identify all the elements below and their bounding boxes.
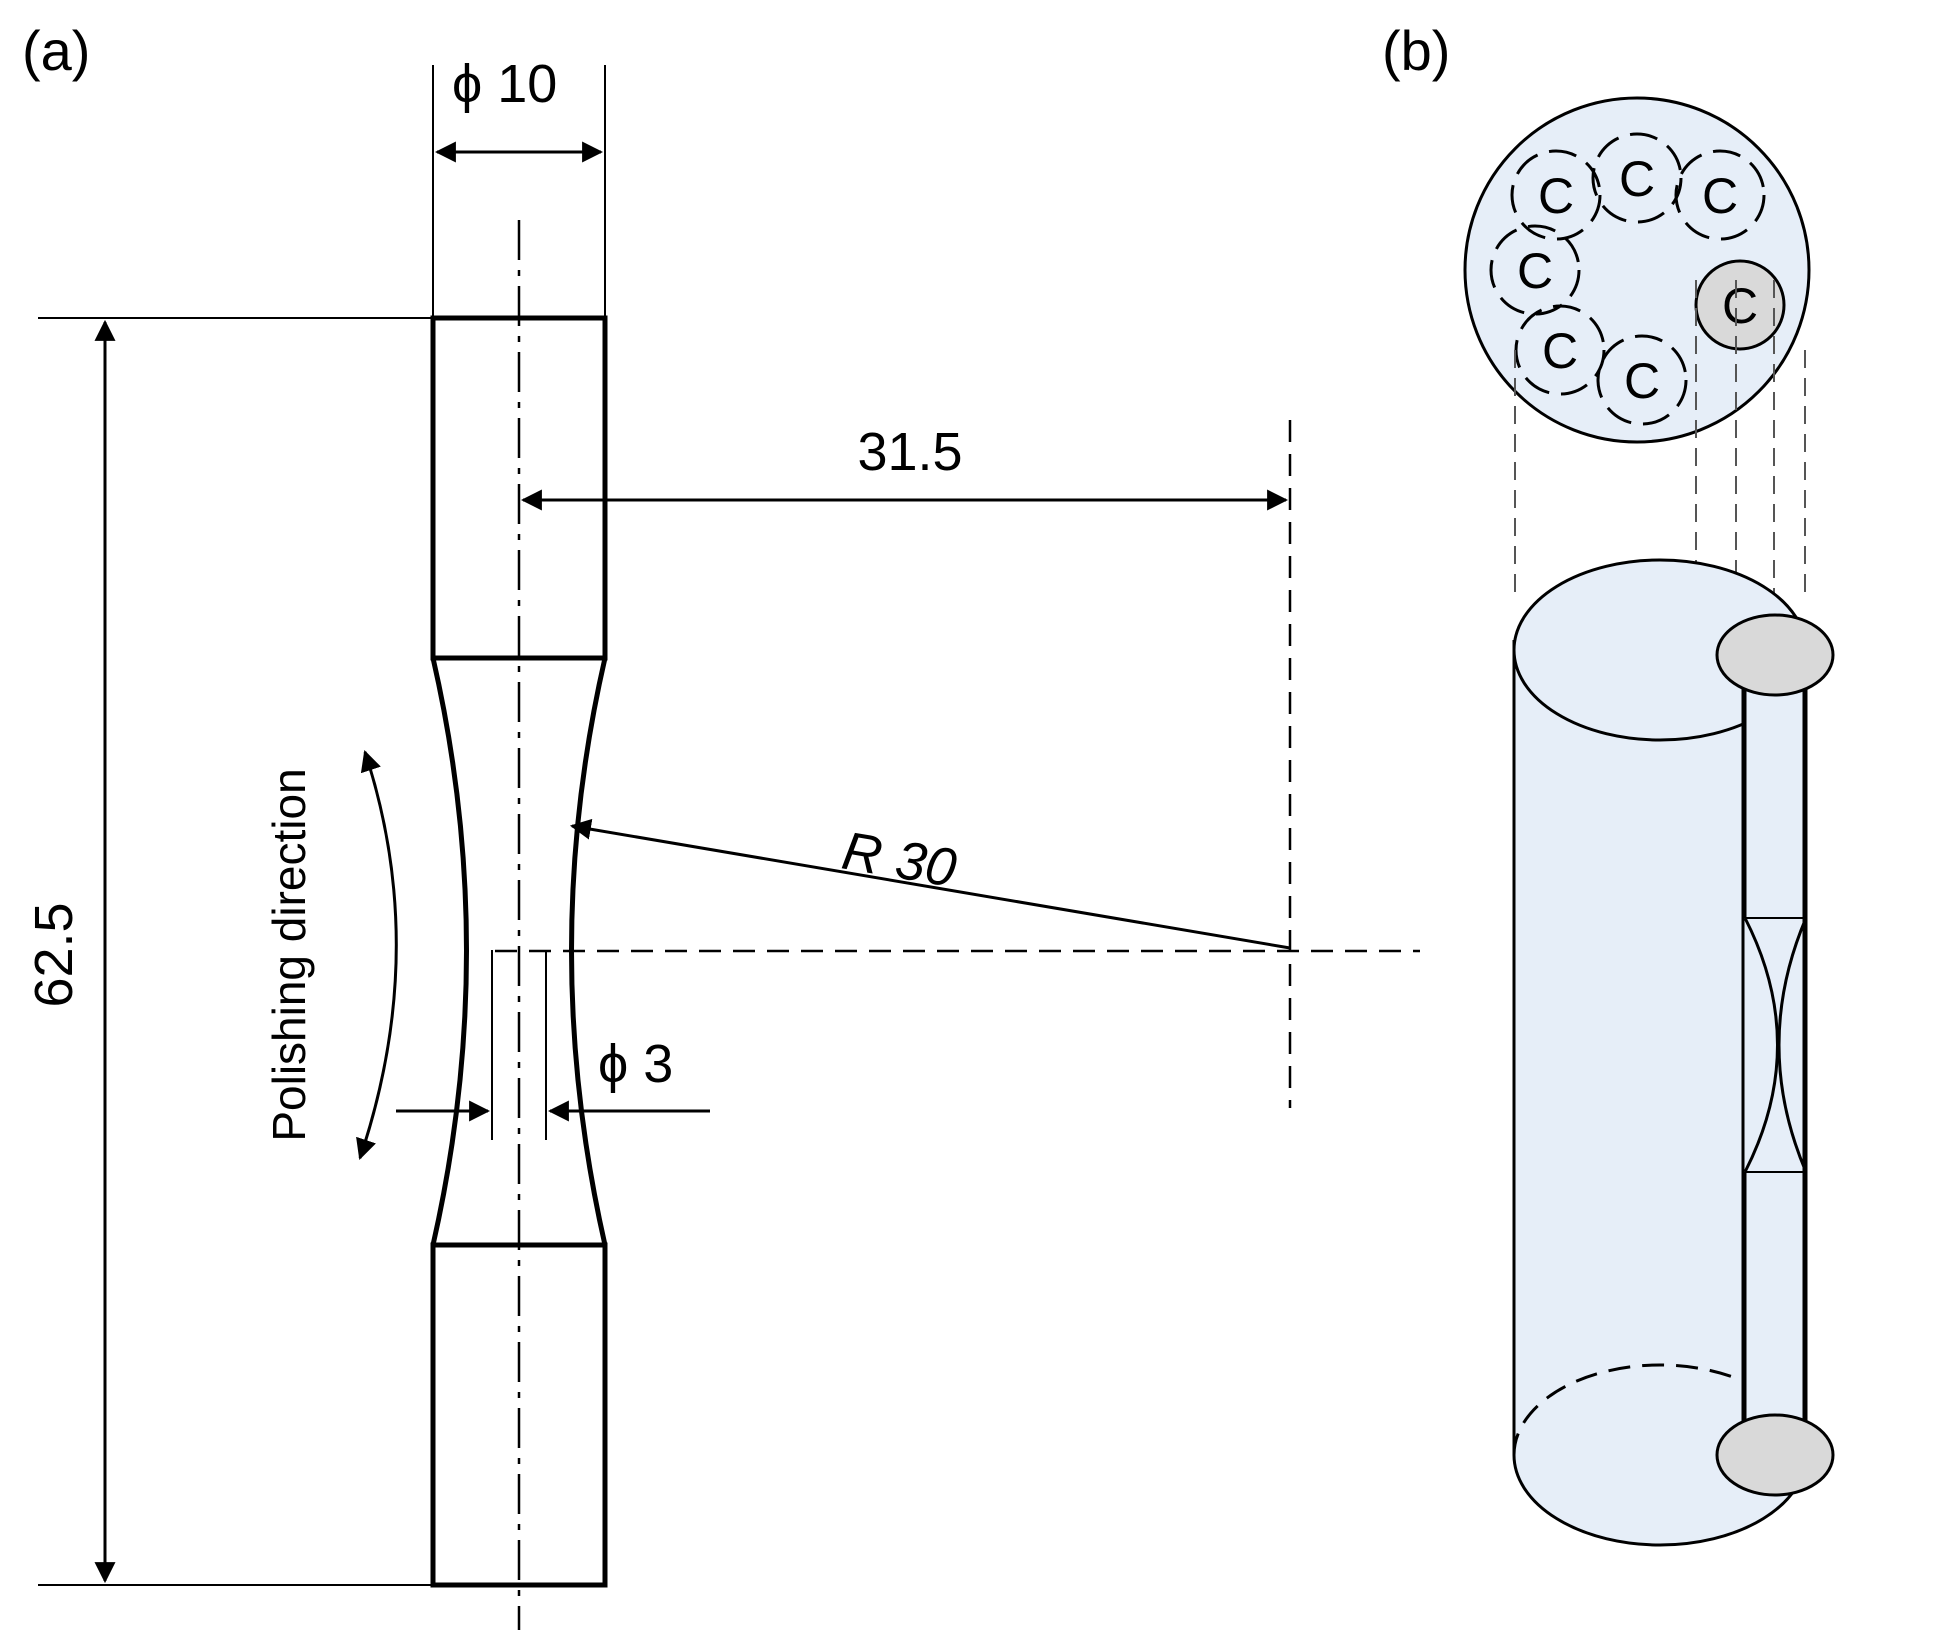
radius-offset-dimension: 31.5	[495, 420, 1420, 1108]
specimen-bottom-face	[1715, 1413, 1835, 1497]
specimen-top-face	[1715, 613, 1835, 697]
specimen-left-neck	[1743, 917, 1779, 1173]
polishing-arrow	[356, 750, 398, 1160]
embedded-specimen	[1715, 613, 1835, 1497]
top-view: C C C C C	[1463, 96, 1811, 444]
cut-position: C	[1591, 132, 1683, 224]
radius-dimension: R 30	[569, 818, 1291, 950]
left-gauge-curve	[430, 657, 469, 1246]
polishing-label: Polishing direction	[263, 768, 315, 1141]
top-diameter-label: ϕ 10	[452, 54, 557, 114]
cut-position: C	[1510, 149, 1602, 241]
cut-position: C	[1674, 149, 1766, 241]
panel-a: (a) ϕ 10 62.5 31.5	[22, 19, 1420, 1630]
radius-label: R 30	[838, 821, 960, 899]
cut-position: C	[1596, 334, 1688, 426]
panel-b-label: (b)	[1382, 19, 1450, 82]
svg-text:C: C	[1517, 243, 1553, 299]
specimen-right-neck	[1777, 917, 1808, 1173]
length-dimension: 62.5	[24, 317, 433, 1586]
radius-offset-label: 31.5	[857, 422, 962, 482]
cut-position-highlighted: C	[1694, 259, 1786, 351]
cylinder-bottom-back	[1512, 1363, 1808, 1456]
svg-text:C: C	[1538, 168, 1574, 224]
cylinder-bottom-front	[1512, 1454, 1808, 1547]
top-diameter-dimension: ϕ 10	[432, 54, 606, 318]
radius-arrow	[569, 818, 1291, 950]
neck-diameter-label: ϕ 3	[598, 1034, 673, 1094]
length-label: 62.5	[24, 902, 84, 1007]
panel-a-label: (a)	[22, 19, 90, 82]
svg-text:C: C	[1619, 151, 1655, 207]
top-view-disc	[1463, 96, 1811, 444]
panel-b: (b) C C C C	[1382, 19, 1835, 1547]
svg-text:C: C	[1702, 168, 1738, 224]
neck-diameter-dimension: ϕ 3	[396, 950, 710, 1140]
svg-text:C: C	[1722, 278, 1758, 334]
polishing-direction: Polishing direction	[263, 750, 398, 1160]
cut-position: C	[1489, 224, 1581, 316]
svg-text:C: C	[1624, 353, 1660, 409]
svg-text:C: C	[1542, 323, 1578, 379]
